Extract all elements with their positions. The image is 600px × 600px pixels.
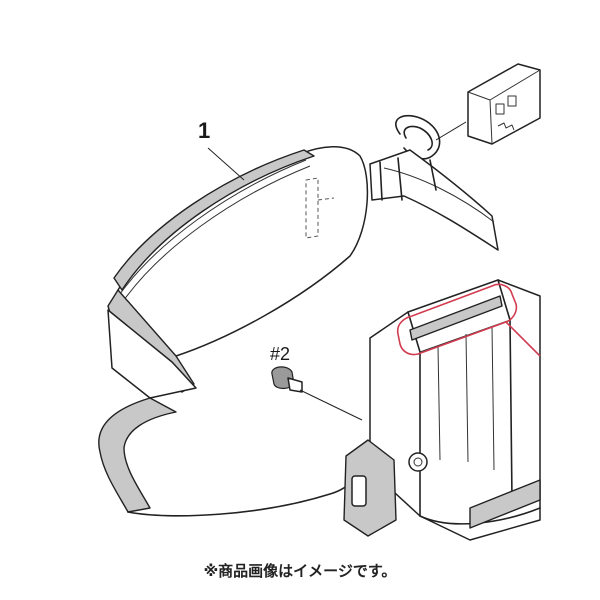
back-band (369, 149, 499, 251)
cushion-pouch (107, 146, 369, 399)
housing-frame (343, 279, 541, 541)
part-number-label: 1 (198, 118, 210, 143)
image-disclaimer-caption: ※商品画像はイメージです。 (203, 562, 397, 580)
screw-label: #2 (270, 344, 290, 364)
connector-block (467, 63, 541, 145)
highlight-outline (396, 283, 541, 357)
strap (98, 397, 361, 517)
screw (271, 366, 303, 393)
